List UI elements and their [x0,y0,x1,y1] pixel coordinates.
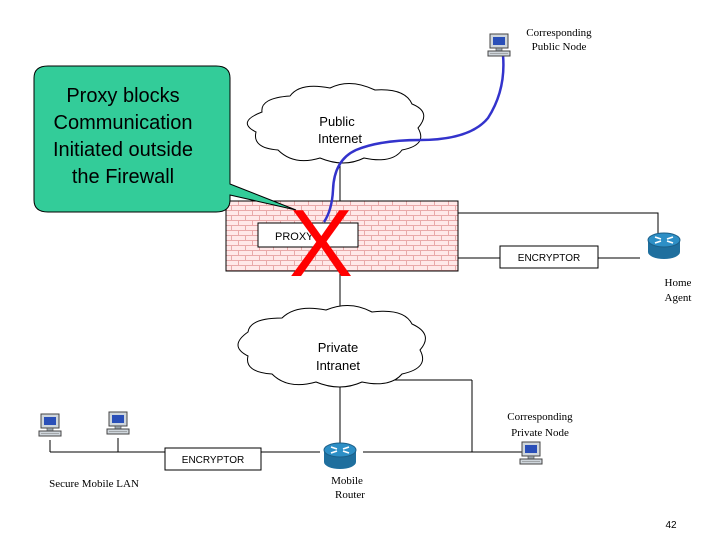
secure-mobile-lan[interactable]: Secure Mobile LAN [38,411,139,490]
mobile-router-label-1: Mobile [331,475,363,487]
callout-line-3: Initiated outside [53,139,193,161]
public-internet-cloud: Public Internet [246,83,425,164]
callout-line-2: Communication [54,112,193,134]
mobile-router[interactable]: Mobile Router [323,442,365,501]
corr-public-label-2: Public Node [532,41,587,53]
public-internet-label-2: Internet [318,131,362,146]
public-node-connection [322,54,505,223]
corresponding-private-node[interactable]: Corresponding Private Node [507,411,573,465]
computer-icon [519,441,543,465]
computer-icon [38,413,62,437]
proxy-label: PROXY [275,231,314,243]
home-agent-label-2: Agent [665,292,692,304]
computer-icon [106,411,130,435]
slide-number: 42 [665,520,677,531]
private-intranet-label-1: Private [318,340,358,355]
encryptor-bottom-label: ENCRYPTOR [182,455,244,466]
private-intranet-label-2: Intranet [316,358,360,373]
corresponding-public-node[interactable]: Corresponding Public Node [487,27,592,57]
blocked-x-mark: X [289,190,353,297]
router-icon [323,442,357,470]
encryptor-bottom-box[interactable]: ENCRYPTOR [164,447,262,471]
corr-private-label-1: Corresponding [507,411,573,423]
encryptor-top-box[interactable]: ENCRYPTOR [499,245,599,269]
proxy-callout: Proxy blocks Communication Initiated out… [33,65,297,213]
mobile-router-label-2: Router [335,489,365,501]
public-internet-label-1: Public [319,114,355,129]
home-agent-label-1: Home [665,277,692,289]
corr-public-label-1: Corresponding [526,27,592,39]
corr-private-label-2: Private Node [511,427,569,439]
proxy-box[interactable]: PROXY [257,222,359,248]
callout-line-4: the Firewall [72,166,174,188]
home-agent[interactable]: Home Agent [647,232,692,304]
callout-line-1: Proxy blocks [66,85,179,107]
router-icon [647,232,681,260]
private-intranet-cloud: Private Intranet [237,305,426,388]
encryptor-top-label: ENCRYPTOR [518,253,580,264]
secure-lan-label: Secure Mobile LAN [49,478,139,490]
computer-icon [487,33,511,57]
